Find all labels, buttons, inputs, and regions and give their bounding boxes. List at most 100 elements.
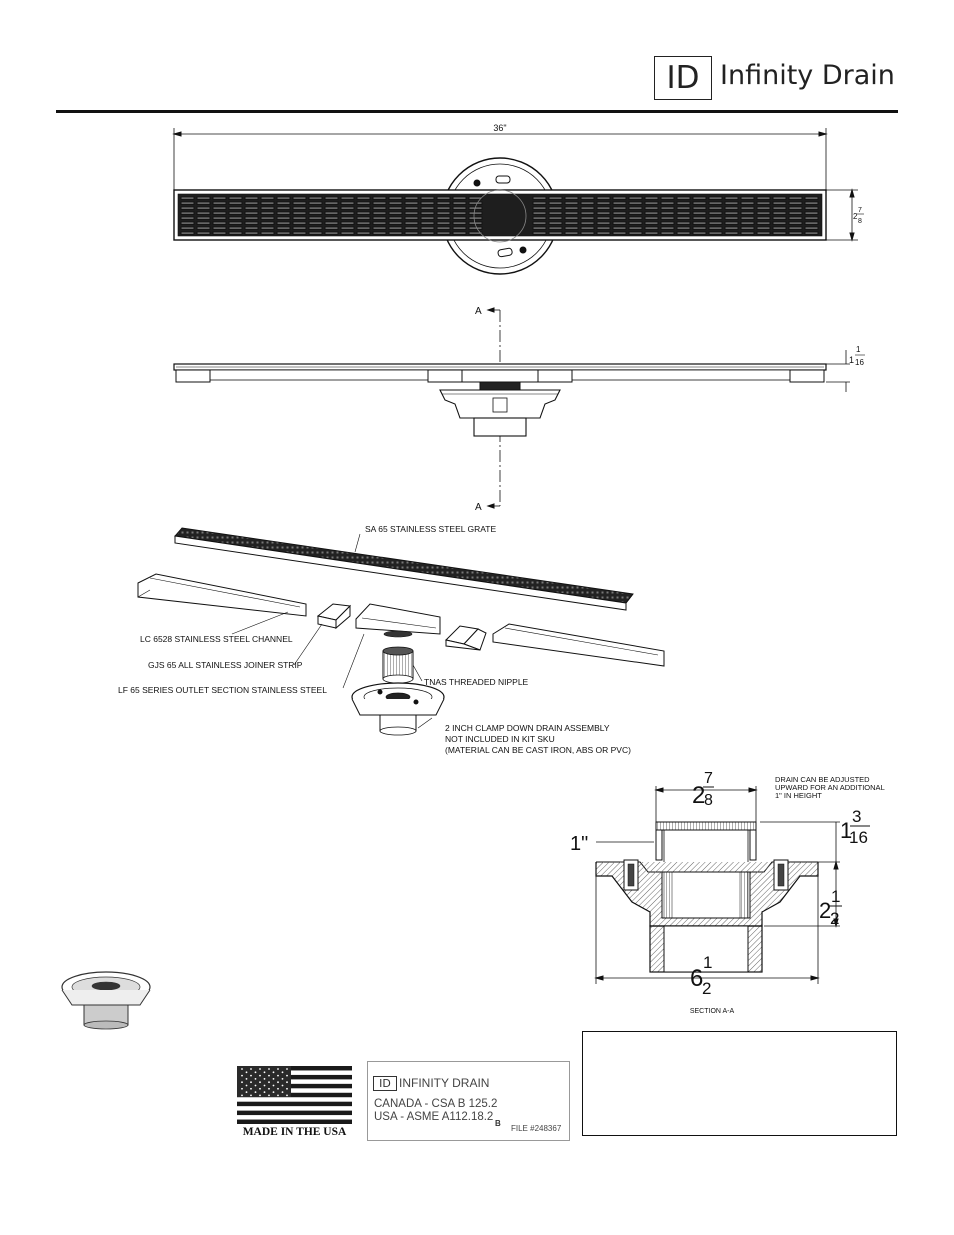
grate-slot bbox=[452, 206, 467, 210]
flag-star bbox=[272, 1078, 275, 1080]
grate-slot bbox=[772, 201, 787, 205]
flag-star bbox=[268, 1081, 270, 1084]
flag-star bbox=[254, 1084, 257, 1087]
grate-slot bbox=[660, 216, 675, 220]
grate-slot bbox=[740, 211, 755, 215]
grate-slot bbox=[196, 196, 211, 200]
flag-star bbox=[263, 1071, 266, 1074]
grate-slot bbox=[692, 216, 707, 220]
grate-slot bbox=[660, 201, 675, 205]
grate-slot bbox=[388, 201, 403, 205]
grate-slot bbox=[340, 216, 355, 220]
flag-star bbox=[268, 1068, 270, 1070]
grate-slot bbox=[292, 231, 307, 235]
grate-slot bbox=[452, 216, 467, 220]
grate-slot bbox=[612, 216, 627, 220]
grate-slot bbox=[436, 201, 451, 205]
flag-star bbox=[259, 1074, 261, 1077]
grate-slot bbox=[452, 211, 467, 215]
section-right-dim-num: 3 bbox=[852, 807, 861, 826]
grate-slot bbox=[548, 226, 563, 230]
grate-slot bbox=[644, 231, 659, 235]
grate-slot bbox=[212, 216, 227, 220]
grate-slot bbox=[740, 226, 755, 230]
section-title: SECTION A-A bbox=[690, 1008, 735, 1015]
grate-slot bbox=[580, 211, 595, 215]
grate-slot bbox=[244, 221, 259, 225]
grate-slot bbox=[404, 216, 419, 220]
grate-slot bbox=[180, 201, 195, 205]
grate-slot bbox=[308, 196, 323, 200]
grate-slot bbox=[532, 196, 547, 200]
grate-slot bbox=[244, 211, 259, 215]
grate-slot bbox=[724, 196, 739, 200]
grate-slot bbox=[564, 231, 579, 235]
grate-slot bbox=[596, 221, 611, 225]
section-bottom-dim-den: 2 bbox=[702, 979, 711, 998]
grate-slot bbox=[276, 196, 291, 200]
grate-slot bbox=[420, 211, 435, 215]
grate-slot bbox=[228, 196, 243, 200]
grate-slot bbox=[228, 231, 243, 235]
flag-star bbox=[281, 1071, 284, 1074]
grate-slot bbox=[292, 201, 307, 205]
grate-slot bbox=[772, 216, 787, 220]
grate-slot bbox=[388, 226, 403, 230]
grate-slot bbox=[260, 221, 275, 225]
grate-slot bbox=[260, 201, 275, 205]
grate-slot bbox=[228, 221, 243, 225]
grate-slot bbox=[724, 216, 739, 220]
grate-slot bbox=[692, 231, 707, 235]
grate-slot bbox=[580, 231, 595, 235]
grate-slot bbox=[420, 201, 435, 205]
grate-slot bbox=[532, 206, 547, 210]
grate-slot bbox=[548, 231, 563, 235]
flag-star bbox=[286, 1094, 288, 1097]
grate-slot bbox=[420, 221, 435, 225]
grate-slot bbox=[740, 231, 755, 235]
grate-slot bbox=[612, 226, 627, 230]
grate-slot bbox=[180, 211, 195, 215]
grate-slot bbox=[196, 216, 211, 220]
grate-slot bbox=[596, 196, 611, 200]
grate-slot bbox=[180, 231, 195, 235]
grate-slot bbox=[356, 216, 371, 220]
label-joiner-strip: GJS 65 ALL STAINLESS JOINER STRIP bbox=[148, 660, 303, 670]
grate-slot bbox=[308, 216, 323, 220]
grate-slot bbox=[740, 196, 755, 200]
flag-star bbox=[286, 1074, 288, 1077]
grate-slot bbox=[308, 211, 323, 215]
grate-slot bbox=[772, 226, 787, 230]
grate-slot bbox=[468, 231, 483, 235]
flag-star bbox=[263, 1078, 266, 1080]
grate-slot bbox=[804, 211, 819, 215]
grate-slot bbox=[548, 206, 563, 210]
grate-slot bbox=[676, 216, 691, 220]
grate-slot bbox=[676, 196, 691, 200]
grate-slot bbox=[644, 221, 659, 225]
grate-slot bbox=[356, 196, 371, 200]
grate-slot bbox=[308, 206, 323, 210]
grate-slot bbox=[212, 206, 227, 210]
grate-slot bbox=[404, 196, 419, 200]
grate-slot bbox=[612, 206, 627, 210]
flag-star bbox=[254, 1078, 257, 1080]
flag-stripe bbox=[237, 1119, 352, 1124]
side-view bbox=[173, 307, 850, 509]
grate-slot bbox=[580, 226, 595, 230]
grate-slot bbox=[628, 206, 643, 210]
grate-slot bbox=[212, 196, 227, 200]
flag-star bbox=[250, 1068, 252, 1070]
grate-slot bbox=[292, 216, 307, 220]
flag-star bbox=[277, 1068, 279, 1070]
grate-slot bbox=[676, 226, 691, 230]
grate-slot bbox=[308, 231, 323, 235]
flag-star bbox=[259, 1094, 261, 1097]
section-note-2: UPWARD FOR AN ADDITIONAL bbox=[775, 783, 885, 792]
grate-slot bbox=[212, 221, 227, 225]
grate-slot bbox=[804, 216, 819, 220]
grate-slot bbox=[420, 216, 435, 220]
grate-slot bbox=[420, 196, 435, 200]
section-bottom-dim-whole: 6 bbox=[690, 965, 703, 992]
flag-star bbox=[268, 1074, 270, 1077]
